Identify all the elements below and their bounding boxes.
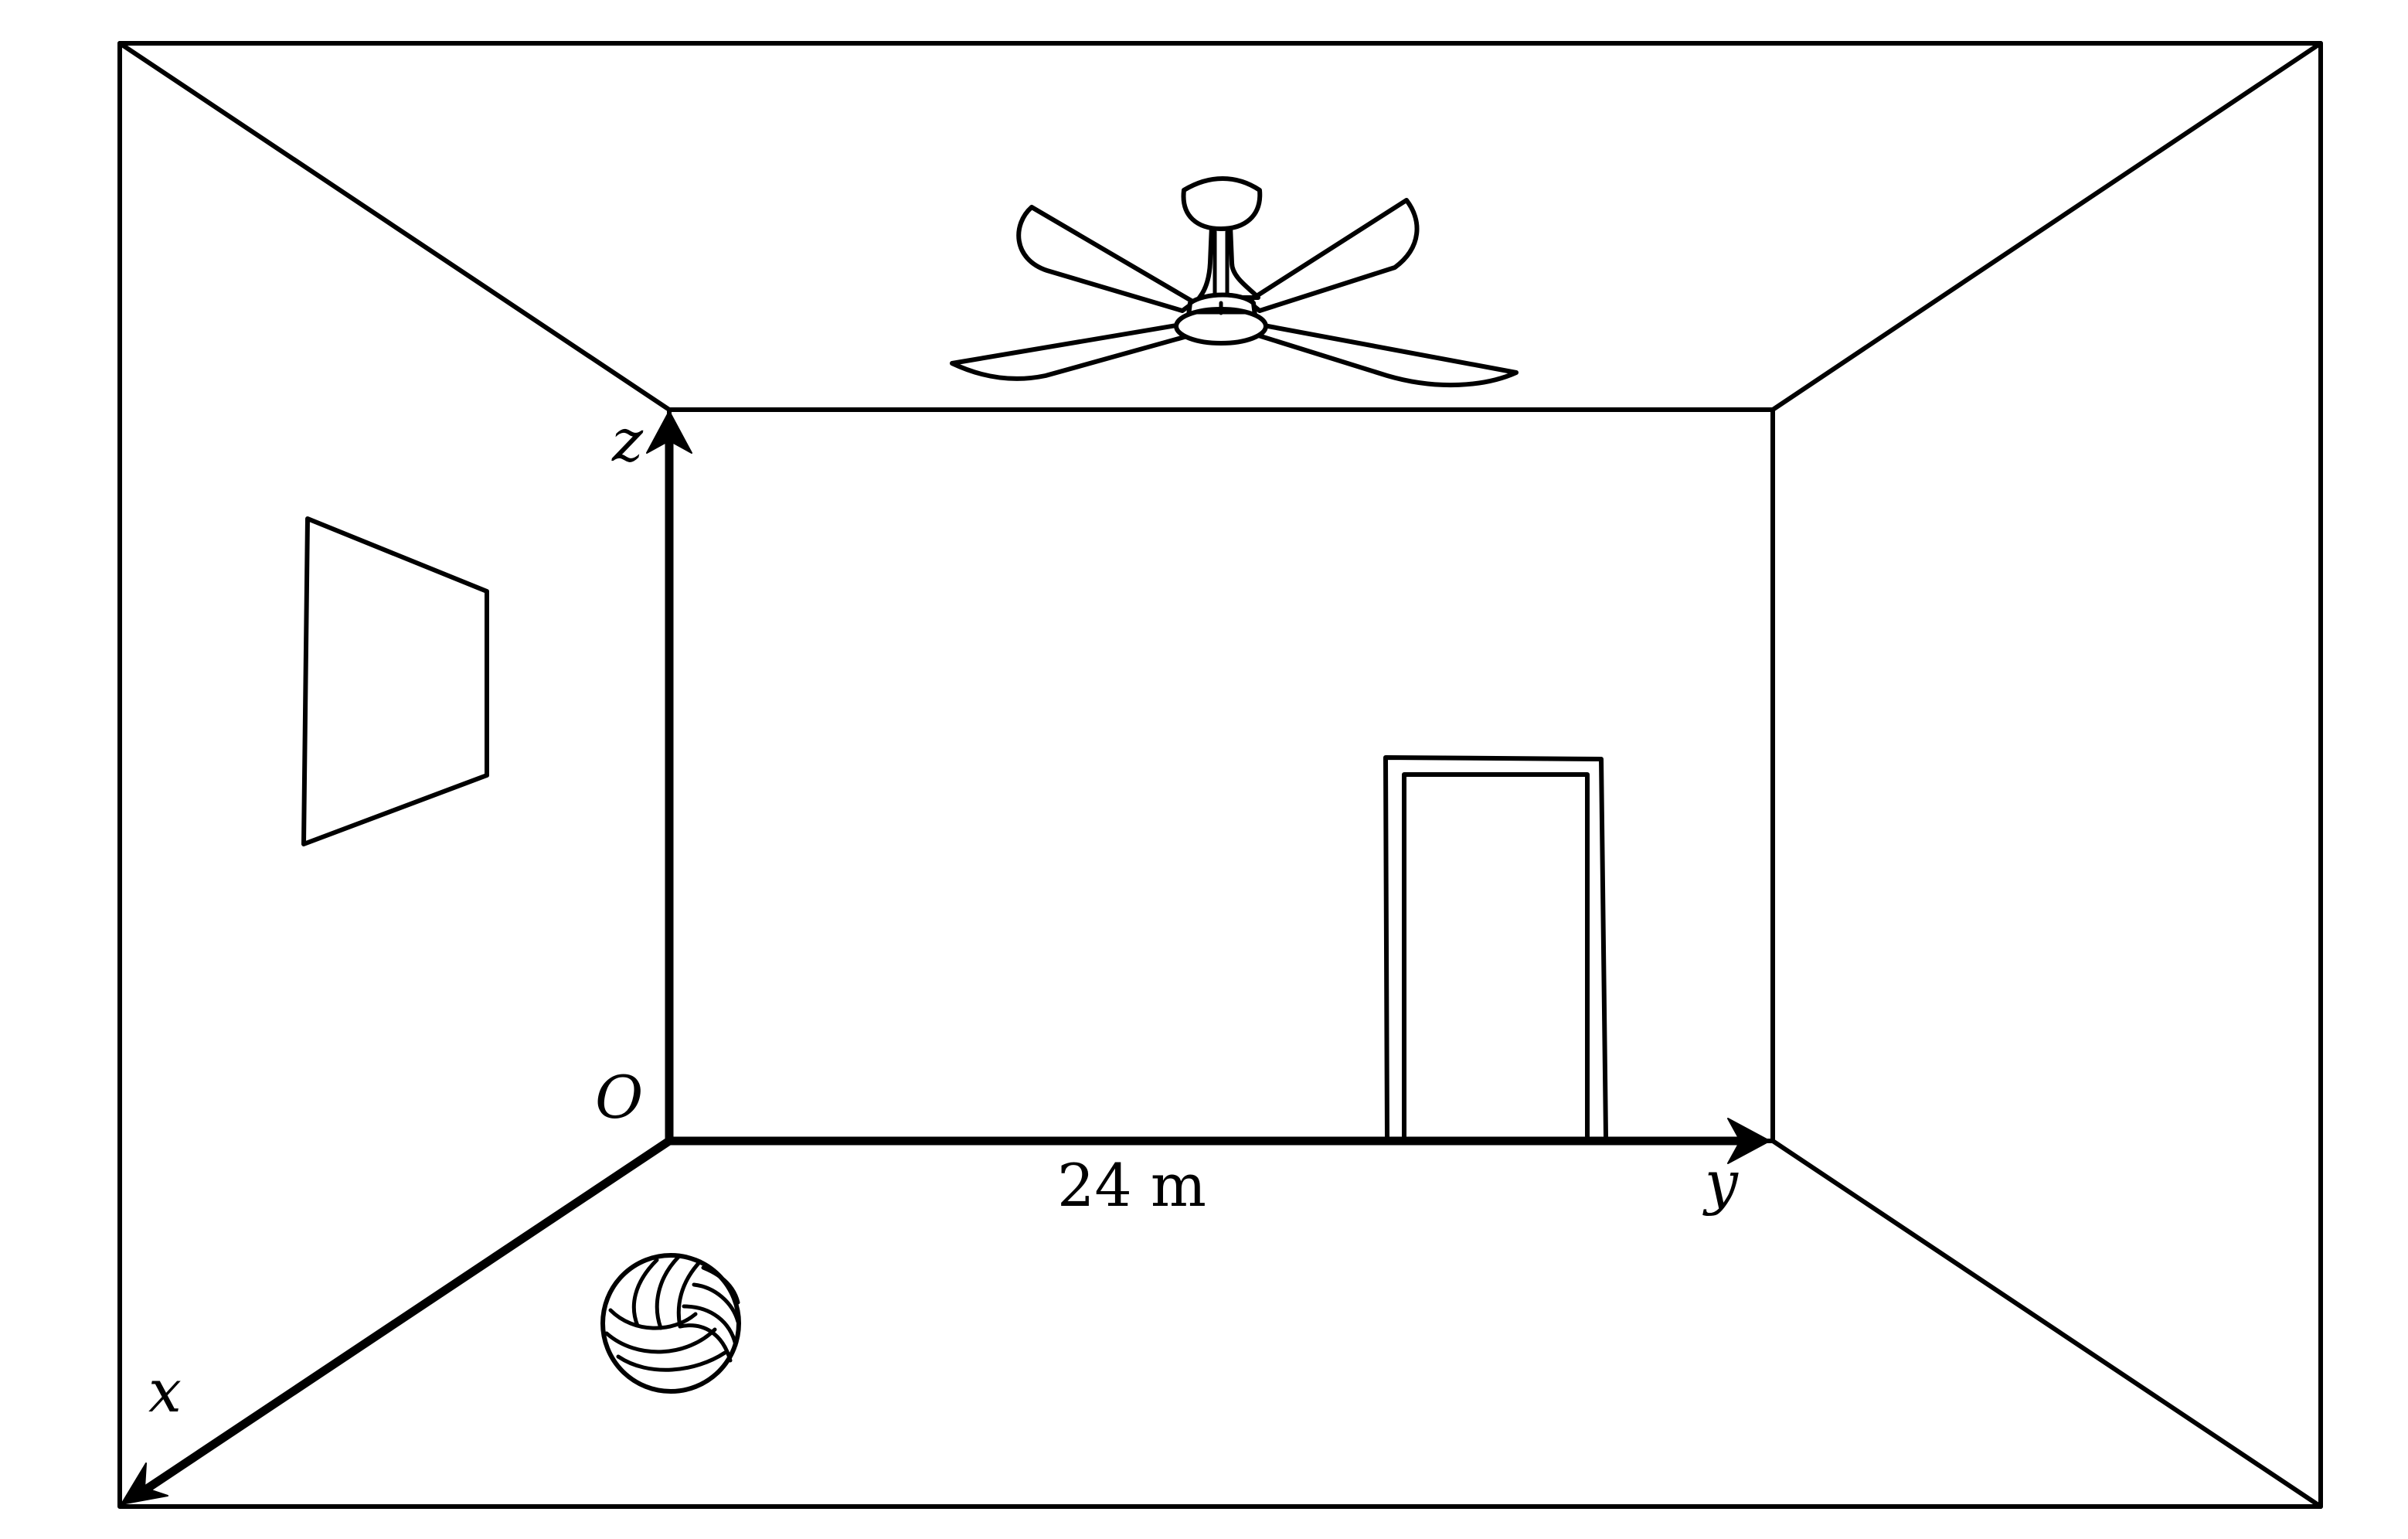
axis-x (121, 1137, 672, 1505)
ceiling-fan-icon (950, 176, 1519, 388)
edge-top-right (1770, 41, 2323, 412)
axis-y (669, 1118, 1770, 1164)
volleyball-icon (600, 1253, 741, 1394)
origin-label: O (595, 1063, 643, 1132)
axis-z (646, 410, 692, 1141)
axis-x-label: x (148, 1357, 182, 1425)
door (1383, 755, 1608, 1139)
edge-top-left (117, 41, 672, 412)
axis-y-label: y (1702, 1148, 1739, 1217)
length-dimension: 24 m (1057, 1151, 1206, 1220)
wall-picture (301, 516, 489, 846)
back-wall (667, 407, 1775, 1143)
axis-z-label: z (611, 406, 644, 475)
outer-frame (117, 41, 2323, 1509)
edge-bottom-right (1770, 1139, 2323, 1509)
